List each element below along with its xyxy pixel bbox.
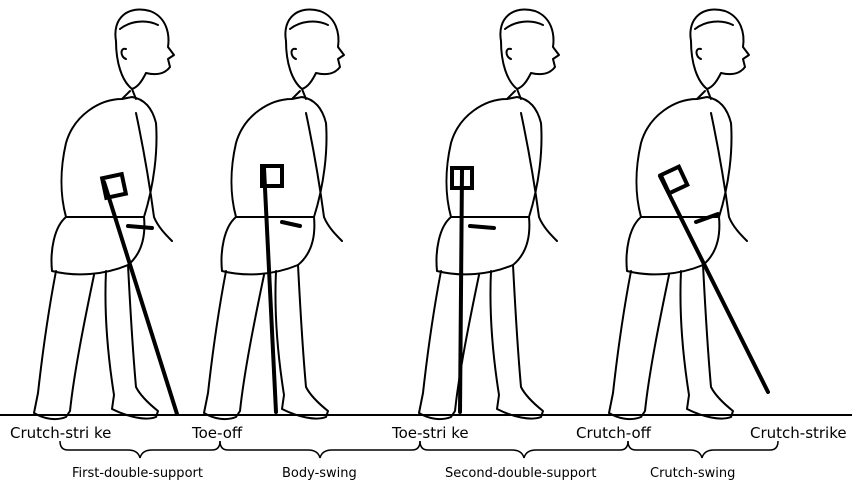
phase-label-crutch-swing: Crutch-swing [650, 466, 735, 481]
brace-body-swing [220, 441, 420, 458]
brace-second-double-support [420, 441, 628, 458]
brace-crutch-swing [628, 441, 778, 458]
crutch-3 [452, 168, 494, 412]
event-label-crutch-strike-2: Crutch-strike [750, 424, 847, 442]
walker-figure-1 [34, 10, 174, 420]
event-label-crutch-off: Crutch-off [576, 424, 652, 442]
event-label-toe-off: Toe-off [191, 424, 243, 442]
phase-label-first-double-support: First-double-support [72, 466, 203, 481]
event-label-toe-strike: Toe-stri ke [391, 424, 469, 442]
brace-first-double-support [60, 441, 220, 458]
phase-label-second-double-support: Second-double-support [445, 466, 596, 481]
walker-figure-3 [419, 10, 559, 420]
crutch-1 [102, 174, 177, 414]
phase-label-body-swing: Body-swing [282, 466, 357, 481]
crutch-4 [660, 167, 768, 392]
event-label-crutch-strike-1: Crutch-stri ke [10, 424, 111, 442]
